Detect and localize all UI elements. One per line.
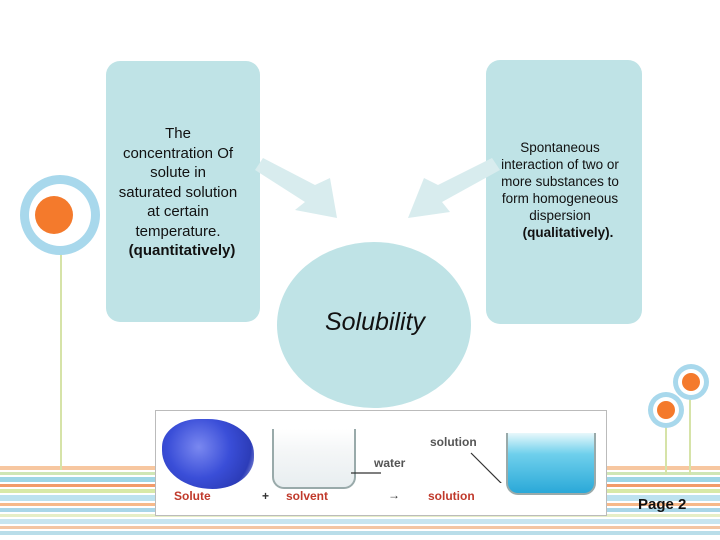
definition-card-right	[486, 60, 642, 324]
plus-label: +	[262, 489, 270, 503]
solubility-title: Solubility	[324, 308, 426, 336]
solution-beaker-image	[506, 433, 596, 495]
flower-center-icon	[657, 401, 675, 419]
flower-stem	[60, 245, 62, 470]
arrow-right-down-icon	[255, 158, 337, 218]
definition-card-left	[106, 61, 260, 322]
arrow-label: →	[388, 488, 400, 502]
page-number: Page 2	[638, 496, 687, 513]
blue-crystals-image	[162, 419, 254, 489]
solution-illustration: solution water Solute + solvent → soluti…	[155, 410, 607, 516]
flower-center-icon	[35, 196, 73, 234]
definition-text-left: The concentration Of solute in saturated…	[118, 125, 238, 259]
flower-center-icon	[682, 373, 700, 391]
water-label: water	[374, 456, 406, 470]
solution-bottom-label: solution	[428, 489, 475, 503]
solubility-circle	[277, 242, 471, 408]
definition-text-right: Spontaneous interaction of two or more s…	[501, 140, 619, 240]
solute-label: Solute	[174, 489, 211, 503]
water-beaker-image	[272, 429, 356, 489]
arrow-left-down-icon	[408, 158, 500, 218]
pointer-lines-icon	[351, 452, 502, 483]
solution-top-label: solution	[430, 435, 477, 449]
solvent-label: solvent	[286, 489, 329, 503]
